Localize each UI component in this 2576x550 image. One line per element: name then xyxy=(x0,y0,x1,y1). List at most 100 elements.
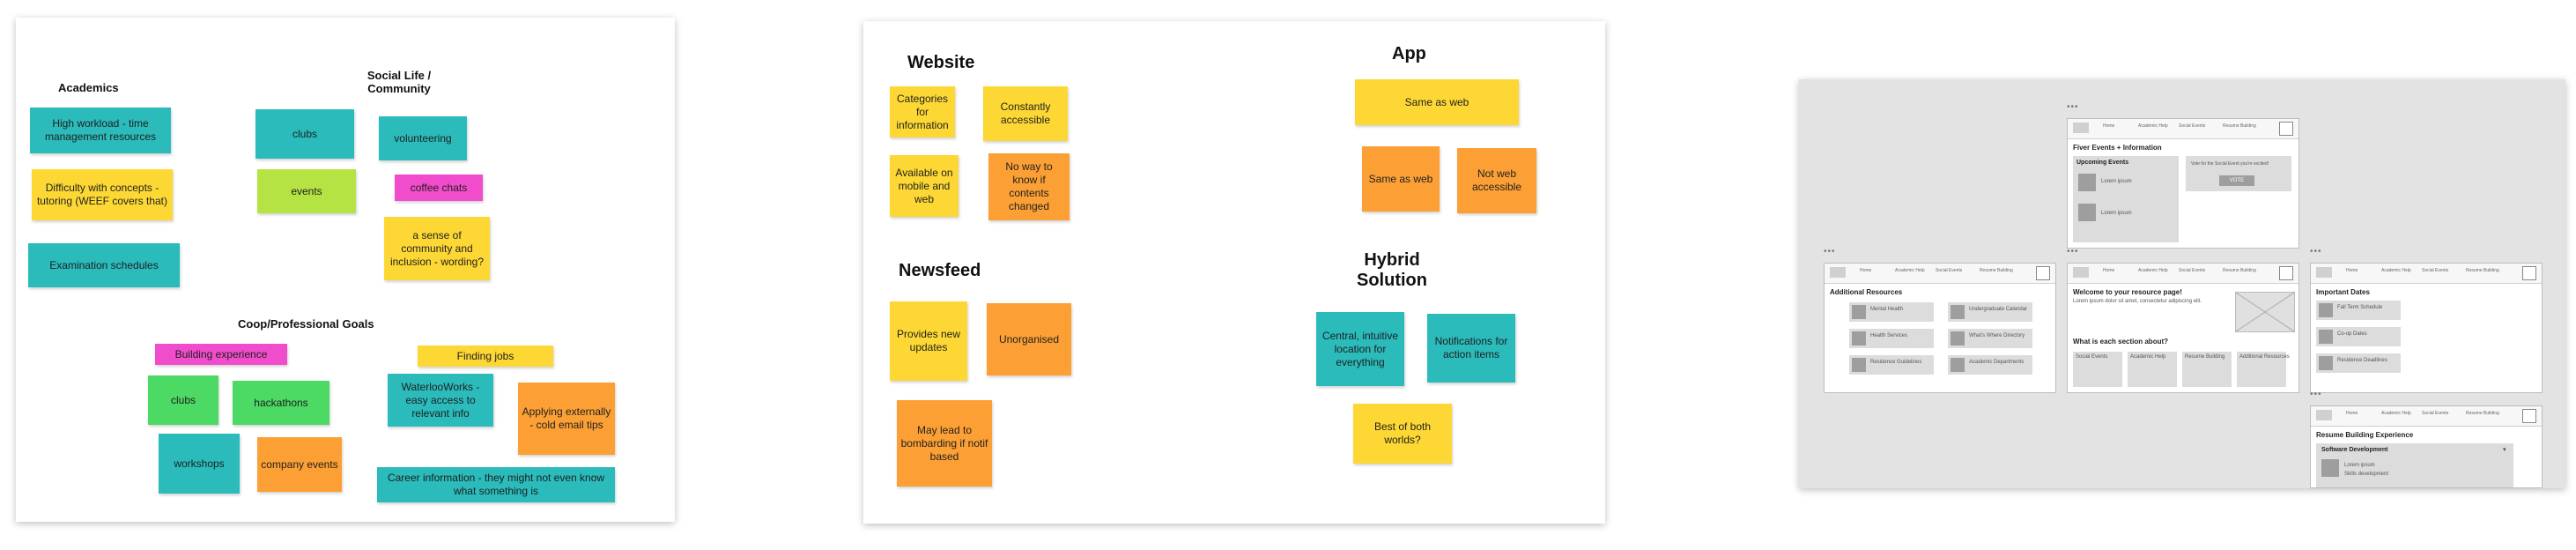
upcoming-events-panel xyxy=(2073,156,2179,242)
upcoming-events-label: Upcoming Events xyxy=(2076,160,2129,166)
nav-academic[interactable]: Academic Help xyxy=(2381,411,2411,416)
nav-social[interactable]: Social Events xyxy=(2422,268,2449,273)
nav-home[interactable]: Home xyxy=(2346,268,2358,273)
sticky-events[interactable]: events xyxy=(257,169,356,213)
sticky-same-as-web-2[interactable]: Same as web xyxy=(1362,146,1440,212)
sticky-coffee-chats[interactable]: coffee chats xyxy=(395,175,483,201)
sticky-exam-schedules[interactable]: Examination schedules xyxy=(28,243,180,287)
sticky-career-information[interactable]: Career information - they might not even… xyxy=(377,467,615,502)
resource-card[interactable]: Health Services xyxy=(1849,329,1934,348)
avatar-icon[interactable] xyxy=(2279,122,2293,136)
vote-button[interactable]: VOTE xyxy=(2219,175,2254,186)
wireframe-frame-events[interactable]: Home Academic Help Social Events Resume … xyxy=(2067,118,2299,249)
frame-dots-left: ••• xyxy=(1824,247,1836,256)
logo-placeholder xyxy=(2316,410,2332,420)
image-placeholder xyxy=(2235,292,2295,332)
nav-home[interactable]: Home xyxy=(2103,268,2115,273)
sticky-clubs-coop[interactable]: clubs xyxy=(148,375,218,425)
wireframe-frame-resume[interactable]: Home Academic Help Social Events Resume … xyxy=(2310,405,2543,488)
logo-placeholder xyxy=(2316,267,2332,278)
date-card[interactable]: Residence Deadlines xyxy=(2316,353,2401,373)
resume-line-2: Skills development xyxy=(2344,472,2389,477)
resume-item-panel[interactable] xyxy=(2316,443,2513,487)
nav-academic[interactable]: Academic Help xyxy=(2138,123,2168,129)
sticky-provides-updates[interactable]: Provides new updates xyxy=(890,301,967,381)
event-thumb-2 xyxy=(2078,204,2096,221)
section-card[interactable]: Additional Resources xyxy=(2237,352,2290,387)
section-card[interactable]: Academic Help xyxy=(2128,352,2177,387)
logo-placeholder xyxy=(2073,267,2089,278)
wireframe-frame-home[interactable]: Home Academic Help Social Events Resume … xyxy=(2067,263,2299,393)
wireframe-board: ••• Home Academic Help Social Events Res… xyxy=(1799,79,2565,488)
frame-dots-top: ••• xyxy=(2067,102,2079,112)
date-card[interactable]: Fall Term Schedule xyxy=(2316,301,2401,320)
nav-resume[interactable]: Resume Building xyxy=(2466,411,2499,416)
sticky-same-as-web-1[interactable]: Same as web xyxy=(1355,79,1519,125)
sticky-sense-community[interactable]: a sense of community and inclusion - wor… xyxy=(384,217,490,280)
sticky-best-of-both[interactable]: Best of both worlds? xyxy=(1353,404,1452,464)
nav-resume[interactable]: Resume Building xyxy=(1980,268,2013,273)
sticky-categories[interactable]: Categories for information xyxy=(890,86,955,138)
resource-card[interactable]: Residence Guidelines xyxy=(1849,355,1934,375)
sticky-constantly-accessible[interactable]: Constantly accessible xyxy=(983,86,1068,141)
sticky-difficulty[interactable]: Difficulty with concepts - tutoring (WEE… xyxy=(32,169,173,220)
wf-welcome-title: Welcome to your resource page! xyxy=(2073,288,2182,296)
avatar-icon[interactable] xyxy=(2522,409,2536,423)
sticky-unorganised[interactable]: Unorganised xyxy=(987,303,1071,375)
nav-academic[interactable]: Academic Help xyxy=(2138,268,2168,273)
date-card[interactable]: Co-op Dates xyxy=(2316,327,2401,346)
sticky-available-mobile-web[interactable]: Available on mobile and web xyxy=(890,155,959,217)
wireframe-frame-dates[interactable]: Home Academic Help Social Events Resume … xyxy=(2310,263,2543,393)
sticky-volunteering[interactable]: volunteering xyxy=(379,116,467,160)
wf-nav-bar: Home Academic Help Social Events Resume … xyxy=(2068,119,2298,139)
resource-card[interactable]: Academic Departments xyxy=(1948,355,2032,375)
nav-academic[interactable]: Academic Help xyxy=(1895,268,1925,273)
nav-social[interactable]: Social Events xyxy=(2179,268,2206,273)
wireframe-frame-resources[interactable]: Home Academic Help Social Events Resume … xyxy=(1824,263,2056,393)
frame-dots-mid: ••• xyxy=(2067,247,2079,256)
sticky-building-experience[interactable]: Building experience xyxy=(155,344,287,365)
heading-social: Social Life / Community xyxy=(366,69,432,95)
logo-placeholder xyxy=(1830,267,1846,278)
nav-resume[interactable]: Resume Building xyxy=(2223,123,2256,129)
heading-hybrid: Hybrid Solution xyxy=(1357,250,1427,290)
heading-academics: Academics xyxy=(58,81,119,94)
nav-resume[interactable]: Resume Building xyxy=(2223,268,2256,273)
heading-coop: Coop/Professional Goals xyxy=(238,317,374,331)
nav-resume[interactable]: Resume Building xyxy=(2466,268,2499,273)
sticky-bombarding[interactable]: May lead to bombarding if notif based xyxy=(897,400,992,487)
sticky-clubs-social[interactable]: clubs xyxy=(255,109,354,159)
nav-home[interactable]: Home xyxy=(1860,268,1872,273)
avatar-icon[interactable] xyxy=(2279,266,2293,280)
brainstorm-board-needs: Academics Social Life / Community Coop/P… xyxy=(16,18,675,522)
nav-home[interactable]: Home xyxy=(2346,411,2358,416)
section-card[interactable]: Resume Building xyxy=(2182,352,2232,387)
sticky-central-location[interactable]: Central, intuitive location for everythi… xyxy=(1316,312,1404,386)
chevron-down-icon[interactable]: ▾ xyxy=(2503,447,2506,453)
sticky-workshops[interactable]: workshops xyxy=(159,434,240,494)
resume-thumb xyxy=(2321,459,2339,477)
sticky-not-web-accessible[interactable]: Not web accessible xyxy=(1457,148,1536,213)
sticky-hackathons[interactable]: hackathons xyxy=(233,381,329,425)
wf-nav-bar-right: Home Academic Help Social Events Resume … xyxy=(2311,264,2542,284)
vote-text: Vote for the Social Event you're excited… xyxy=(2191,161,2269,167)
resource-card[interactable]: Mental Health xyxy=(1849,302,1934,322)
nav-social[interactable]: Social Events xyxy=(1936,268,1963,273)
nav-social[interactable]: Social Events xyxy=(2422,411,2449,416)
resource-card[interactable]: What's Where Directory xyxy=(1948,329,2032,348)
sticky-no-way-to-know[interactable]: No way to know if contents changed xyxy=(988,153,1070,220)
sticky-applying-externally[interactable]: Applying externally - cold email tips xyxy=(518,383,615,455)
section-card[interactable]: Social Events xyxy=(2073,352,2122,387)
nav-social[interactable]: Social Events xyxy=(2179,123,2206,129)
nav-home[interactable]: Home xyxy=(2103,123,2115,129)
resource-card[interactable]: Undergraduate Calendar xyxy=(1948,302,2032,322)
sticky-company-events[interactable]: company events xyxy=(257,437,342,492)
nav-academic[interactable]: Academic Help xyxy=(2381,268,2411,273)
sticky-finding-jobs[interactable]: Finding jobs xyxy=(418,346,553,367)
sticky-notifications[interactable]: Notifications for action items xyxy=(1427,314,1515,383)
sticky-high-workload[interactable]: High workload - time management resource… xyxy=(30,108,171,153)
logo-placeholder xyxy=(2073,123,2089,133)
sticky-waterlooworks[interactable]: WaterlooWorks - easy access to relevant … xyxy=(388,374,493,427)
avatar-icon[interactable] xyxy=(2522,266,2536,280)
avatar-icon[interactable] xyxy=(2036,266,2050,280)
